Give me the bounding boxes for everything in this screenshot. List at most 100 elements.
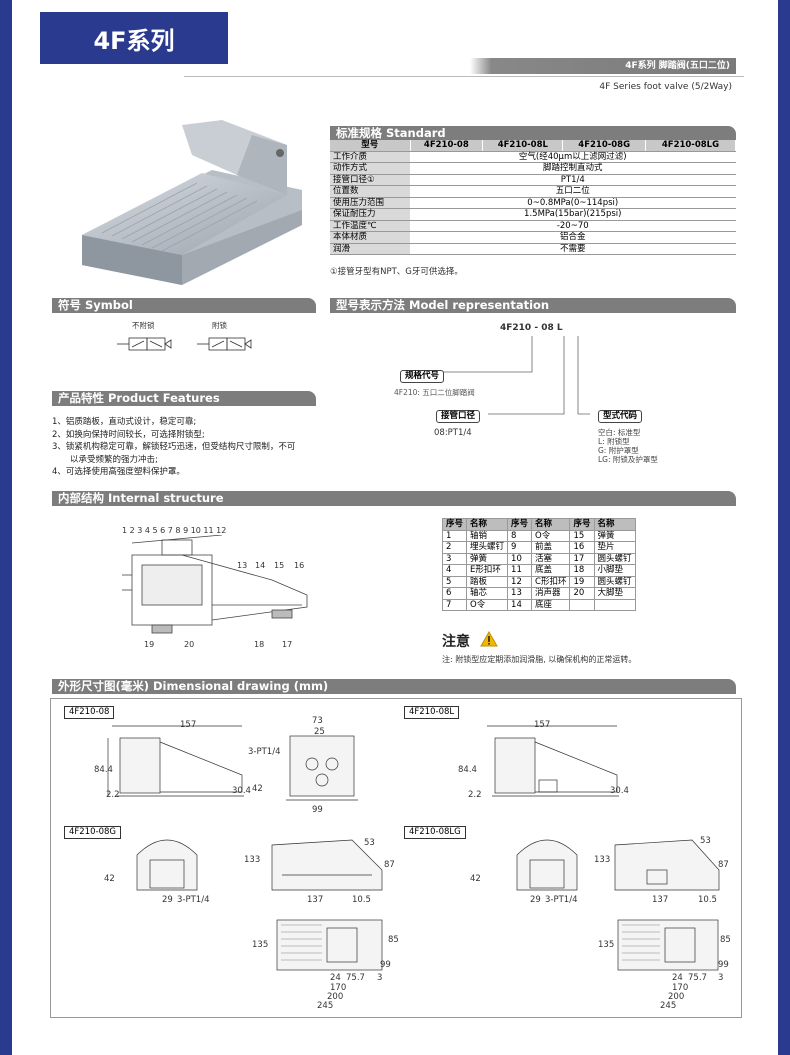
parts-cell: 9 xyxy=(507,541,533,554)
symbol-lock-label: 附锁 xyxy=(212,321,227,330)
feature-list: 1、铝质踏板，直动式设计，稳定可靠; 2、如换向保持时间较长，可选择附锁型; 3… xyxy=(52,416,295,479)
spec-header-cell: 4F210-08L xyxy=(482,140,564,152)
parts-cell: 圆头螺钉 xyxy=(593,552,636,565)
valve-symbol-diagram xyxy=(117,337,252,351)
parts-cell: 2 xyxy=(441,541,468,554)
drawing-4f210-08l-side xyxy=(487,725,619,797)
internal-structure-drawing xyxy=(122,535,308,634)
parts-cell: C形扣环 xyxy=(531,575,571,588)
dim-42-lg: 42 xyxy=(470,874,481,884)
spec-label: 润滑 xyxy=(330,243,410,255)
dim-10-lg: 10.5 xyxy=(698,895,717,905)
parts-cell: 弹簧 xyxy=(593,529,636,542)
model-leader-lines xyxy=(428,336,590,415)
feature-item: 3、锁紧机构稳定可靠，解锁轻巧迅速，但受结构尺寸限制，不可 xyxy=(52,442,296,452)
spec-row: 动作方式脚踏控制直动式 xyxy=(330,162,736,175)
dim-170-g: 170 xyxy=(330,983,347,993)
drawing-label: 4F210-08L xyxy=(404,706,460,719)
spec-label: 动作方式 xyxy=(330,162,410,175)
section-standard: 标准规格 Standard xyxy=(330,126,736,141)
symbol-no-lock-label: 不附锁 xyxy=(132,321,155,330)
section-features: 产品特性 Product Features xyxy=(52,391,316,406)
type-code-label: 型式代码 xyxy=(598,410,643,423)
type-code-item: LG: 附锁及护罩型 xyxy=(598,455,658,464)
parts-cell: 6 xyxy=(441,587,468,600)
spec-value: 1.5MPa(15bar)(215psi) xyxy=(410,208,736,221)
spec-label: 位置数 xyxy=(330,185,410,198)
spec-code-label: 规格代号 xyxy=(400,370,445,383)
parts-header-cell: 名称 xyxy=(466,518,509,531)
dim-133-lg: 133 xyxy=(594,855,611,865)
parts-cell: 圆头螺钉 xyxy=(593,575,636,588)
parts-header-cell: 序号 xyxy=(507,518,533,531)
type-code-desc: 空白: 标准型 L: 附锁型 G: 附护罩型 LG: 附锁及护罩型 xyxy=(598,428,658,464)
dim-24-g: 24 xyxy=(330,973,341,983)
drawing-4f210-08lg-top xyxy=(617,919,719,971)
dim-99: 99 xyxy=(312,805,323,815)
dim-29-g: 29 xyxy=(162,895,173,905)
section-model: 型号表示方法 Model representation xyxy=(330,298,736,313)
dim-99-g: 99 xyxy=(380,960,391,970)
spec-row: 润滑不需要 xyxy=(330,243,736,255)
section-internal: 内部结构 Internal structure xyxy=(52,491,736,506)
drawing-label: 4F210-08LG xyxy=(404,826,466,839)
type-code-item: L: 附锁型 xyxy=(598,437,630,446)
spec-footnote: ①接管牙型有NPT、G牙可供选择。 xyxy=(330,267,463,277)
dim-133-g: 133 xyxy=(244,855,261,865)
dimension-drawing-frame xyxy=(50,698,742,1018)
feature-item: 1、铝质踏板，直动式设计，稳定可靠; xyxy=(52,417,197,427)
drawing-label: 4F210-08 xyxy=(64,706,115,719)
callout-20: 20 xyxy=(184,640,195,649)
drawing-4f210-08lg-front xyxy=(516,839,578,891)
spec-label: 工作介质 xyxy=(330,151,410,163)
drawing-4f210-08g-front xyxy=(136,839,198,891)
dim-135-g: 135 xyxy=(252,940,269,950)
type-code-item: G: 附护罩型 xyxy=(598,446,639,455)
callout-15: 15 xyxy=(274,561,285,570)
parts-cell: 小脚垫 xyxy=(593,564,636,577)
dim-73: 73 xyxy=(312,716,323,726)
foot-valve-product-image xyxy=(82,120,302,285)
parts-cell: 18 xyxy=(569,564,595,577)
spec-value: 空气(经40μm以上滤网过滤) xyxy=(410,151,736,163)
parts-cell: 底座 xyxy=(531,598,571,611)
catalog-page: 4F系列 4F系列 脚踏阀(五口二位) 4F Series foot valve… xyxy=(12,0,778,1055)
dim-29-lg: 29 xyxy=(530,895,541,905)
callout-14: 14 xyxy=(255,561,266,570)
spec-row: 工作介质空气(经40μm以上滤网过滤) xyxy=(330,151,736,163)
parts-cell: 轴销 xyxy=(466,529,509,542)
series-subtitle: 4F Series foot valve (5/2Way) xyxy=(599,82,732,92)
callout-16: 16 xyxy=(294,561,305,570)
dim-200-g: 200 xyxy=(327,992,344,1002)
drawing-4f210-08lg-side xyxy=(614,839,720,891)
spec-label: 接管口径① xyxy=(330,174,410,186)
feature-item: 4、可选择使用高强度塑料保护罩。 xyxy=(52,467,185,477)
parts-cell: 消声器 xyxy=(531,587,571,600)
dim-84: 84.4 xyxy=(94,765,113,775)
dim-port-g: 3-PT1/4 xyxy=(177,895,210,905)
parts-cell: 10 xyxy=(507,552,533,565)
dim-42: 42 xyxy=(252,784,263,794)
spec-label: 工作温度℃ xyxy=(330,220,410,232)
spec-header-cell: 4F210-08LG xyxy=(645,140,737,152)
dim-87-lg: 87 xyxy=(718,860,729,870)
dim-137-lg: 137 xyxy=(652,895,669,905)
parts-cell: 前盖 xyxy=(531,541,571,554)
spec-table: 型号 4F210-08 4F210-08L 4F210-08G 4F210-08… xyxy=(330,140,737,255)
dim-2: 2.2 xyxy=(106,790,120,800)
dim-245-lg: 245 xyxy=(660,1001,677,1011)
parts-cell: 5 xyxy=(441,575,468,588)
caution-title: 注意 xyxy=(442,634,470,650)
parts-cell: 17 xyxy=(569,552,595,565)
parts-cell: 20 xyxy=(569,587,595,600)
dim-3-g: 3 xyxy=(377,973,383,983)
dim-137-g: 137 xyxy=(307,895,324,905)
section-symbol: 符号 Symbol xyxy=(52,298,316,313)
dim-10-g: 10.5 xyxy=(352,895,371,905)
parts-cell: 3 xyxy=(441,552,468,565)
spec-code-desc: 4F210: 五口二位脚踏阀 xyxy=(394,388,475,397)
